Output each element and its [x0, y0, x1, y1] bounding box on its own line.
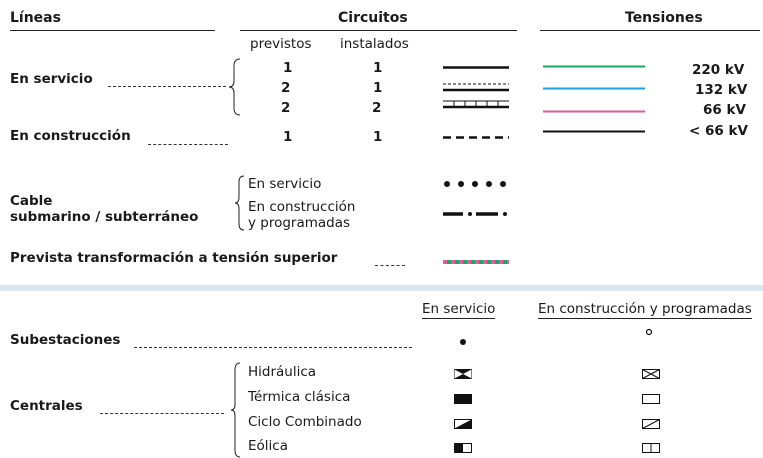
tension-lt66-line: [543, 130, 645, 133]
previstos-header: previstos: [250, 36, 312, 52]
en-construccion-leader: [148, 144, 228, 145]
symbol-cable-en-construccion: [443, 212, 507, 216]
hidraulica-en-construccion-icon: [642, 369, 660, 379]
tensiones-rule: [540, 30, 760, 31]
row2-instalados: 1: [373, 80, 383, 96]
cable-en-construccion-2: y programadas: [248, 215, 351, 231]
tension-lt66-label: < 66 kV: [689, 123, 748, 139]
symbol-double-one-installed: [443, 83, 509, 92]
subestacion-en-construccion-icon: [645, 328, 653, 336]
cable-en-construccion-1: En construcción: [248, 199, 356, 215]
en-servicio-leader: [108, 86, 226, 87]
ciclo-combinado-en-construccion-icon: [642, 419, 660, 429]
subestacion-en-servicio-icon: [460, 339, 466, 345]
tension-66-line: [543, 110, 645, 113]
row3-instalados: 2: [372, 100, 382, 116]
en-servicio-brace: [228, 58, 241, 116]
col-en-servicio-header: En servicio: [422, 301, 496, 319]
tension-220-label: 220 kV: [692, 62, 745, 78]
symbol-double-installed: [443, 100, 509, 109]
row1-instalados: 1: [373, 60, 383, 76]
instalados-header: instalados: [340, 36, 409, 52]
col-en-construccion-header: En construcción y programadas: [538, 301, 752, 319]
lineas-rule: [10, 30, 215, 31]
circuitos-title: Circuitos: [338, 10, 408, 26]
row3-previstos: 2: [281, 100, 291, 116]
cable-label-1: Cable: [10, 193, 53, 209]
termica-en-construccion-icon: [642, 394, 660, 404]
row1-previstos: 1: [283, 60, 293, 76]
prevista-label: Prevista transformación a tensión superi…: [10, 250, 338, 266]
cable-brace: [234, 175, 245, 231]
symbol-single-circuit: [443, 66, 509, 69]
centrales-brace: [230, 362, 241, 458]
symbol-prevista: [443, 260, 509, 264]
tension-220-line: [543, 65, 645, 68]
tipo-ciclo-combinado: Ciclo Combinado: [248, 414, 362, 430]
section-separator: [0, 285, 763, 291]
tension-66-label: 66 kV: [703, 102, 746, 118]
tipo-eolica: Eólica: [248, 438, 288, 454]
subestaciones-leader: [134, 347, 412, 348]
tension-132-label: 132 kV: [695, 82, 748, 98]
cable-en-servicio: En servicio: [248, 176, 322, 192]
prevista-leader: [375, 265, 405, 266]
row4-previstos: 1: [283, 129, 293, 145]
eolica-en-construccion-icon: [642, 443, 660, 453]
symbol-en-construccion: [443, 136, 509, 139]
eolica-en-servicio-icon: [454, 443, 472, 453]
lineas-title: Líneas: [10, 10, 61, 26]
row4-instalados: 1: [373, 129, 383, 145]
tipo-termica: Térmica clásica: [248, 389, 351, 405]
en-construccion-label: En construcción: [10, 128, 131, 144]
symbol-cable-en-servicio: [444, 181, 506, 187]
row2-previstos: 2: [281, 80, 291, 96]
tension-132-line: [543, 87, 645, 90]
en-servicio-label: En servicio: [10, 71, 93, 87]
termica-en-servicio-icon: [454, 394, 472, 404]
ciclo-combinado-en-servicio-icon: [454, 419, 472, 429]
circuitos-rule: [240, 30, 517, 31]
cable-label-2: submarino / subterráneo: [10, 209, 199, 225]
tipo-hidraulica: Hidráulica: [248, 364, 317, 380]
centrales-leader: [100, 413, 224, 414]
centrales-label: Centrales: [10, 398, 83, 414]
subestaciones-label: Subestaciones: [10, 332, 121, 348]
hidraulica-en-servicio-icon: [454, 369, 472, 379]
tensiones-title: Tensiones: [625, 10, 703, 26]
